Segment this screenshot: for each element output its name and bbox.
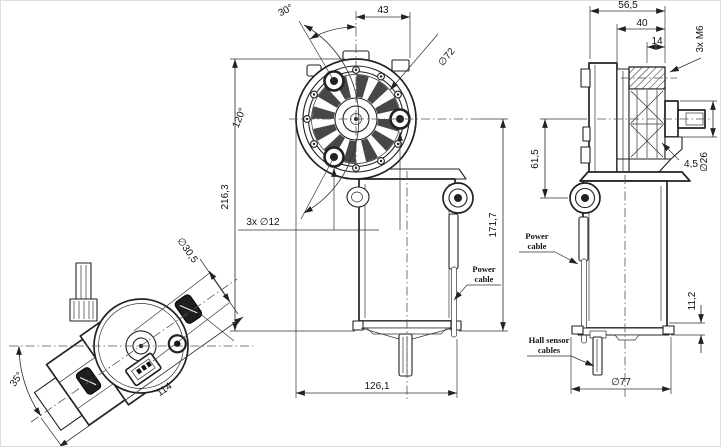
dim-cover-depth: 40: [636, 18, 648, 29]
tilted-view: 35° ∅30,5 114: [8, 236, 253, 446]
note-power-cable-side-line1: Power: [525, 231, 548, 241]
note-power-cable-front-line2: cable: [475, 274, 494, 284]
note-power-cable-front-line1: Power: [472, 264, 495, 274]
dim-gearbox-depth: 56,5: [618, 1, 638, 11]
side-view: 56,5 40 14 3x M6 61,5 4,5 ∅26: [519, 1, 717, 397]
dim-spline-offset: 4,5: [684, 159, 698, 170]
dim-overall-width: 126,1: [364, 381, 389, 392]
side-dimensions: 56,5 40 14 3x M6 61,5 4,5 ∅26: [519, 1, 717, 394]
tilted-assembly: [33, 294, 203, 431]
dim-base-height: 11,2: [687, 291, 698, 310]
hall-cable-side: [589, 330, 607, 376]
note-power-cable-side-line2: cable: [528, 241, 547, 251]
dim-body-dia: ∅77: [611, 377, 631, 388]
dim-hub-width: 14: [651, 36, 663, 47]
dim-angle-top: 30°: [277, 2, 296, 19]
note-hall-sensor-line1: Hall sensor: [529, 335, 570, 345]
power-cable-side: [578, 216, 589, 344]
dim-width-top: 43: [377, 5, 389, 16]
front-view: 43 30° ∅72 120° 216,3 3x ∅12: [220, 2, 508, 399]
power-cable-front: [448, 213, 459, 338]
tilted-output-shaft: [69, 262, 98, 322]
dim-pitch-circle: ∅72: [436, 46, 457, 69]
dim-boss-dia: ∅30,5: [174, 236, 199, 266]
dim-collar-dia: ∅26: [699, 152, 710, 172]
dim-overall-height: 216,3: [220, 184, 231, 209]
dim-mount-holes: 3x ∅12: [246, 217, 280, 228]
motor-body-side: [569, 171, 691, 376]
note-hall-sensor-line2: cables: [538, 345, 561, 355]
dim-body-height: 171,7: [488, 212, 499, 237]
dim-mount-angle: 120°: [231, 106, 249, 129]
dim-tapped-holes: 3x M6: [695, 25, 706, 53]
hall-cable-front: [398, 333, 413, 377]
dim-tilt-angle: 35°: [8, 370, 26, 389]
dim-shaft-offset: 61,5: [530, 149, 541, 169]
motor-body-front: [346, 168, 474, 377]
worm-teeth: [628, 88, 666, 160]
